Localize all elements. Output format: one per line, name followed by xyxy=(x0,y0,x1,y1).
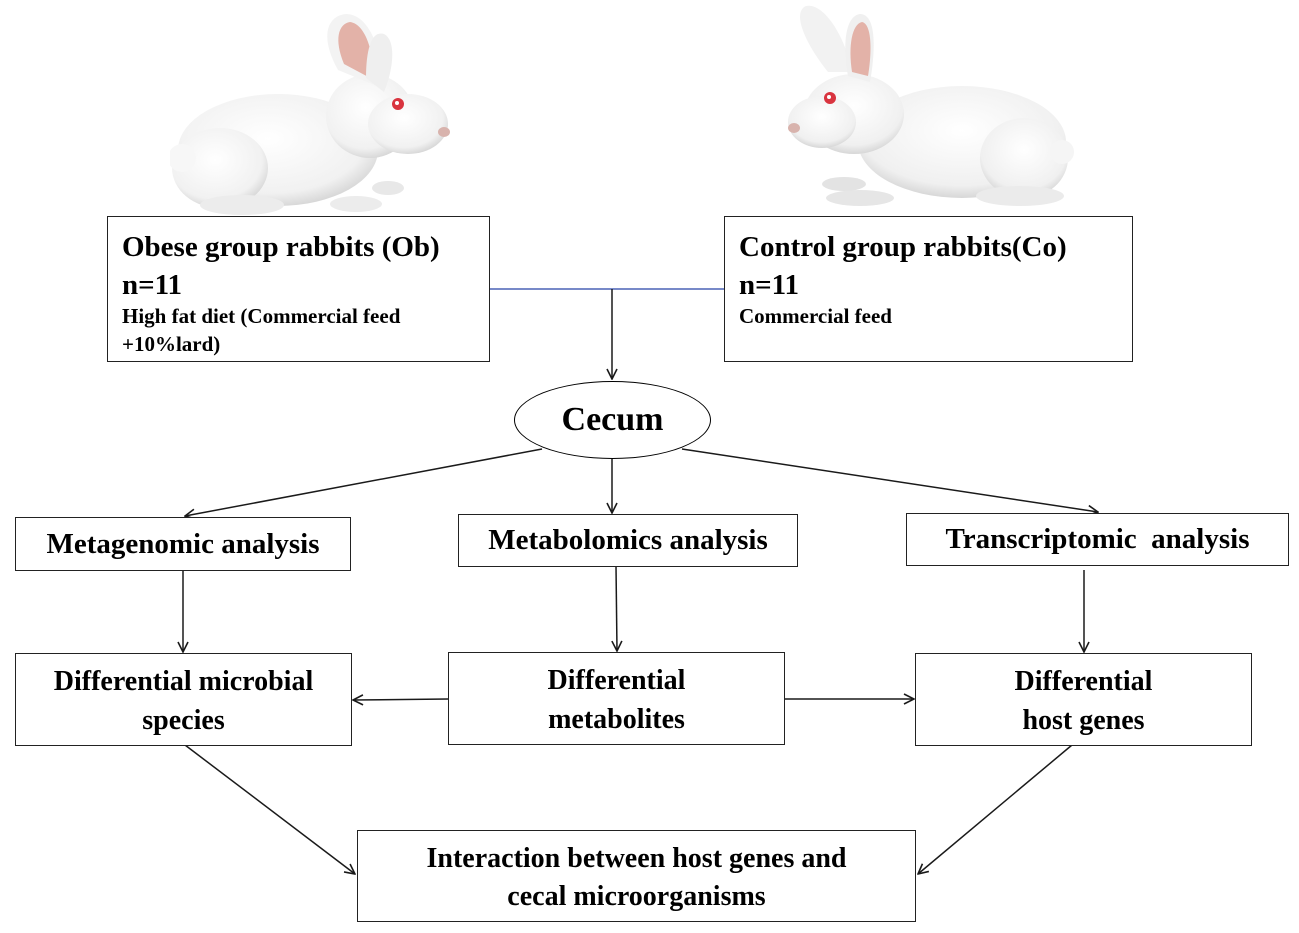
control-rabbit-illustration xyxy=(788,5,1074,206)
obese-rabbit-illustration xyxy=(170,14,450,215)
transcriptomic-analysis-label: Transcriptomic analysis xyxy=(945,523,1250,555)
microbial-label-line1: Differential microbial xyxy=(53,666,314,697)
metabolites-label-line1: Differential xyxy=(547,665,686,696)
arrow-cecum-to-transcriptomic xyxy=(681,448,1098,512)
interaction-label-line1: Interaction between host genes and xyxy=(426,843,847,874)
control-group-size: n=11 xyxy=(739,269,800,301)
interaction-label-line2: cecal microorganisms xyxy=(507,881,766,912)
control-group-diet: Commercial feed xyxy=(739,304,892,328)
arrow-metabolomics-to-metabolites xyxy=(616,565,617,651)
arrow-metabolites-to-microbial xyxy=(353,699,449,700)
differential-metabolites-box: Differential metabolites xyxy=(448,652,785,745)
microbial-label-line2: species xyxy=(142,705,225,736)
arrow-microbial-to-interaction xyxy=(184,744,355,874)
metagenomic-analysis-label: Metagenomic analysis xyxy=(46,528,320,560)
cecum-label: Cecum xyxy=(561,401,664,438)
interaction-box: Interaction between host genes and cecal… xyxy=(357,830,916,922)
differential-host-genes-box: Differential host genes xyxy=(915,653,1252,746)
control-group-box: Control group rabbits(Co) n=11 Commercia… xyxy=(724,216,1133,362)
obese-group-diet-line1: High fat diet (Commercial feed xyxy=(122,304,401,328)
obese-group-diet-line2: +10%lard) xyxy=(122,332,221,356)
metabolomics-analysis-label: Metabolomics analysis xyxy=(488,524,768,556)
obese-group-box: Obese group rabbits (Ob) n=11 High fat d… xyxy=(107,216,490,362)
control-group-title: Control group rabbits(Co) xyxy=(739,231,1067,263)
host-genes-label-line1: Differential xyxy=(1014,666,1153,697)
arrow-host-genes-to-interaction xyxy=(918,744,1073,874)
obese-group-title: Obese group rabbits (Ob) xyxy=(122,231,440,263)
host-genes-label-line2: host genes xyxy=(1022,705,1145,736)
cecum-node: Cecum xyxy=(514,381,711,459)
obese-group-size: n=11 xyxy=(122,269,183,301)
differential-microbial-species-box: Differential microbial species xyxy=(15,653,352,746)
arrow-cecum-to-metagenomic xyxy=(185,448,543,516)
metagenomic-analysis-box: Metagenomic analysis xyxy=(15,517,351,571)
transcriptomic-analysis-box: Transcriptomic analysis xyxy=(906,513,1289,566)
metabolites-label-line2: metabolites xyxy=(548,704,685,735)
metabolomics-analysis-box: Metabolomics analysis xyxy=(458,514,798,567)
